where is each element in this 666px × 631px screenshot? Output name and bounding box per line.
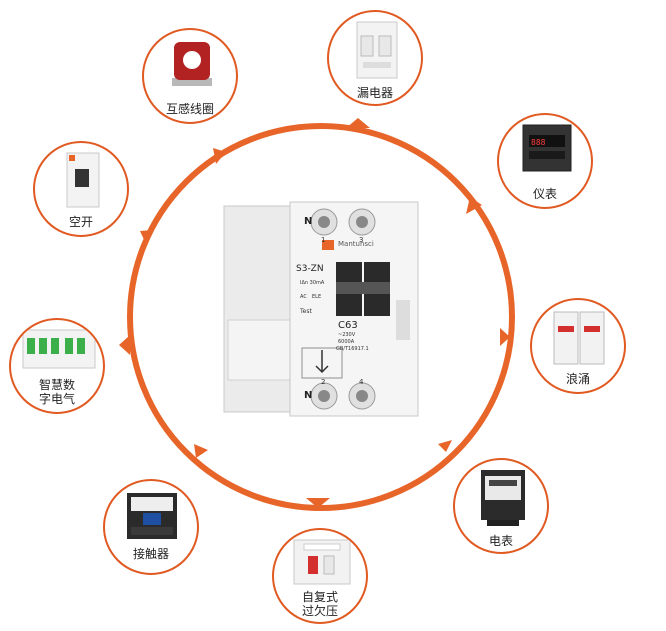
node-energy-meter: 电表 [453, 458, 549, 554]
arrow-left [119, 335, 130, 355]
svg-text:888: 888 [531, 138, 546, 147]
arrow-upper-left [213, 148, 226, 164]
node-label-surge-protector: 浪涌 [565, 372, 590, 386]
spec-ac: AC [300, 294, 307, 300]
arrow-upper-right [466, 197, 482, 214]
brand-label: Mantunsci [338, 240, 374, 248]
terminal-bottom-n: N [304, 390, 313, 401]
node-label-voltage-protector-line2: 过欠压 [301, 604, 338, 618]
arrow-right [500, 328, 510, 346]
node-smart-digital: 智慧数 字电气 [9, 318, 105, 414]
smart-breaker-device: N 1 3 Mantunsci S3-ZN IΔn 30mA AC ELE Te… [222, 200, 422, 422]
arrow-bottom [306, 498, 330, 508]
arrow-left-upper [140, 230, 152, 244]
node-current-transformer: 互感线圈 [142, 28, 238, 124]
node-air-switch: 空开 [33, 141, 129, 237]
node-panel-meter: 888 仪表 [497, 113, 593, 209]
rating-label: C63 [338, 320, 358, 331]
terminal-top-n: N [304, 216, 313, 227]
energy-meter-icon [481, 470, 525, 526]
node-label-energy-meter: 电表 [488, 534, 513, 548]
current-transformer-icon [172, 42, 212, 86]
node-label-smart-digital-line1: 智慧数 [38, 378, 75, 392]
terminal-bottom-2: 2 [321, 378, 326, 386]
smart-digital-icon [22, 329, 96, 369]
node-label-smart-digital-line2: 字电气 [38, 392, 75, 406]
panel-meter-icon: 888 [522, 124, 572, 172]
leakage-protector-icon [356, 21, 398, 79]
terminal-top-1: 1 [321, 236, 326, 244]
spec-voltage: ~230V [338, 332, 356, 338]
terminal-bottom-4: 4 [359, 378, 364, 386]
spec-cap: 6000A [338, 339, 355, 345]
surge-protector-icon [553, 311, 605, 365]
node-label-voltage-protector-line1: 自复式 [301, 590, 338, 604]
node-label-leakage-protector: 漏电器 [356, 86, 393, 100]
node-leakage-protector: 漏电器 [327, 10, 423, 106]
test-label: Test [300, 308, 312, 315]
node-contactor: 接触器 [103, 479, 199, 575]
contactor-icon [127, 493, 177, 539]
model-label: S3-ZN [296, 264, 324, 274]
arrow-lower-right [438, 440, 452, 452]
breaker-illustration [223, 201, 419, 417]
voltage-protector-icon [293, 539, 351, 585]
node-label-air-switch: 空开 [68, 215, 93, 229]
connection-ring [127, 123, 515, 511]
terminal-top-3: 3 [359, 236, 364, 244]
spec-line1: IΔn 30mA [300, 280, 325, 286]
arrow-top [346, 118, 370, 128]
node-surge-protector: 浪涌 [530, 298, 626, 394]
standard-label: GB/T16917.1 [336, 346, 369, 352]
node-label-current-transformer: 互感线圈 [165, 102, 214, 116]
node-label-contactor: 接触器 [132, 547, 169, 561]
spec-ele: ELE [312, 294, 322, 300]
air-switch-icon [66, 152, 100, 208]
arrow-lower-left [194, 444, 208, 458]
node-voltage-protector: 自复式 过欠压 [272, 528, 368, 624]
node-label-panel-meter: 仪表 [532, 187, 557, 201]
